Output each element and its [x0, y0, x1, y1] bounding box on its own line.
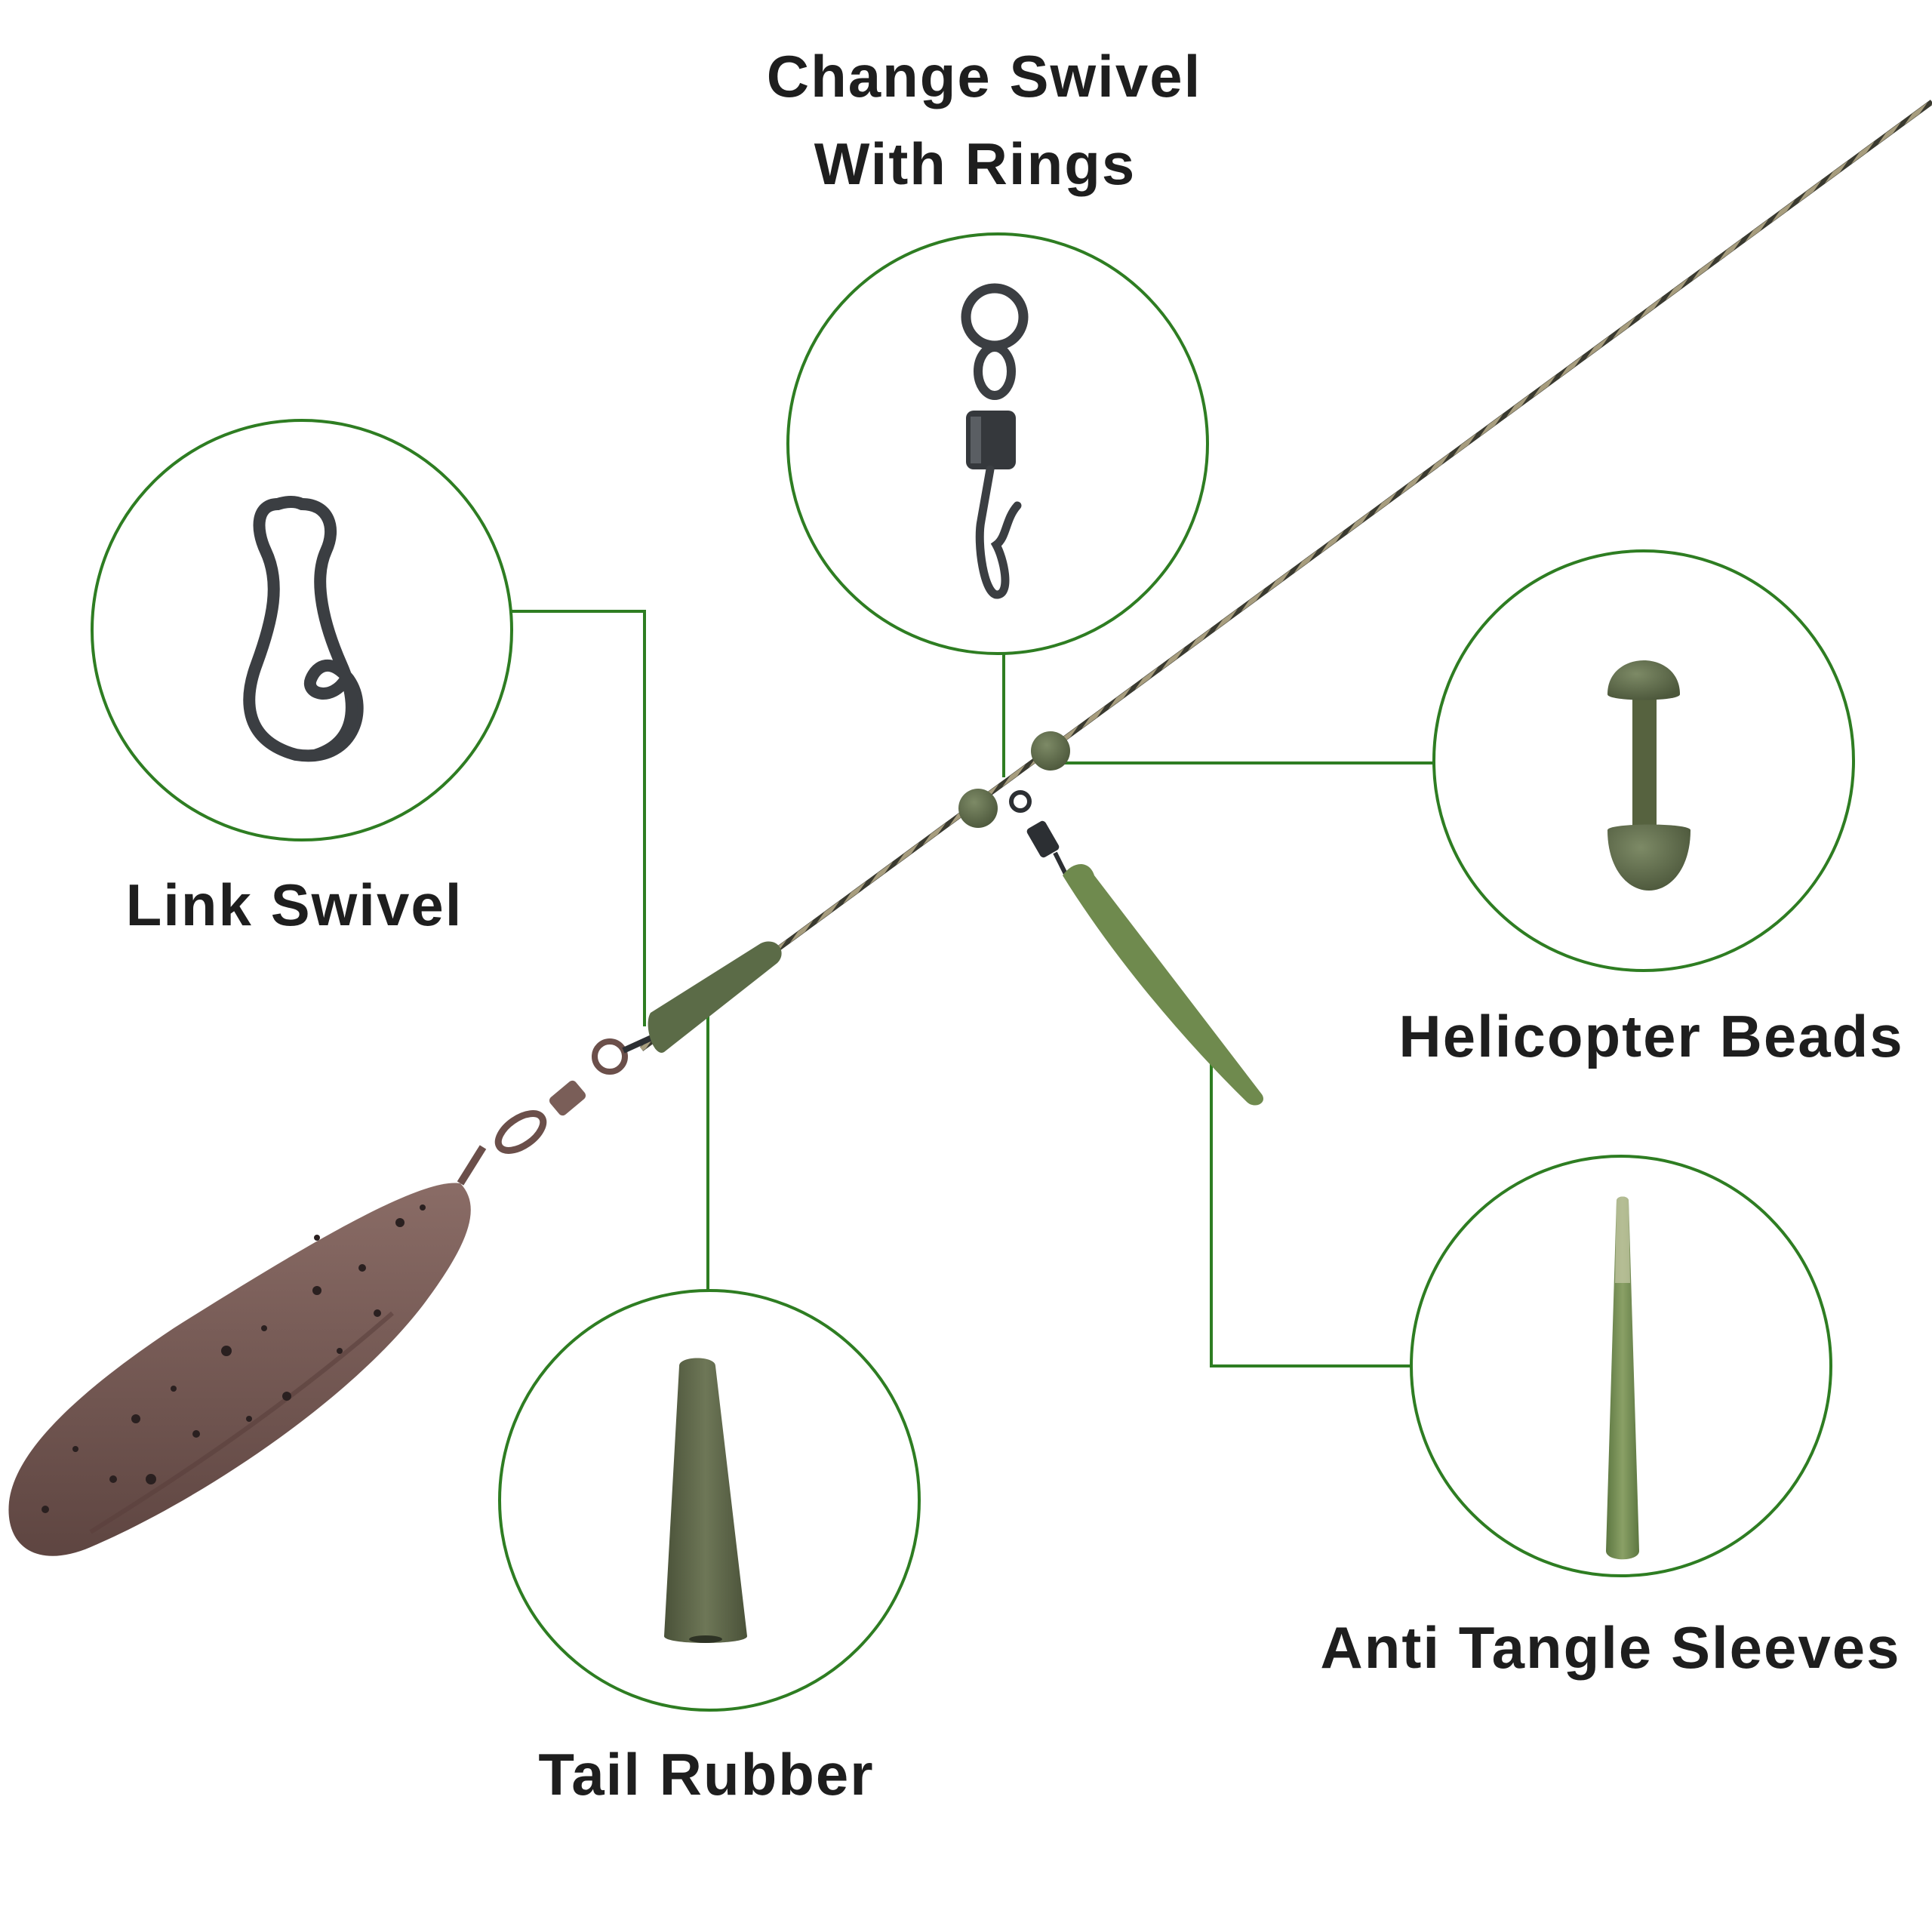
circle-helicopter-beads [1432, 549, 1855, 972]
rig-helicopter-beads [958, 731, 1070, 828]
tail-rubber-icon [664, 1358, 747, 1643]
anti-tangle-sleeve-icon [1606, 1196, 1639, 1560]
rig-tail-rubber [648, 941, 782, 1053]
lead-weight-icon [8, 1110, 547, 1556]
rig-change-swivel [1009, 790, 1068, 875]
callout-lines [512, 610, 1434, 1367]
callout-line-anti-tangle [1210, 1034, 1411, 1367]
label-tail-rubber: Tail Rubber [538, 1741, 875, 1807]
label-link-swivel: Link Swivel [125, 872, 463, 938]
circle-change-swivel [786, 232, 1209, 655]
callout-circles [91, 232, 1855, 1712]
circle-tail-rubber [498, 1289, 921, 1712]
link-swivel-icon [243, 496, 364, 762]
helicopter-bead-icon [1607, 660, 1690, 891]
label-change-swivel-line1: Change Swivel [766, 43, 1202, 109]
label-helicopter-beads: Helicopter Beads [1398, 1003, 1904, 1069]
rig-swivel [549, 1032, 658, 1116]
callout-line-link-swivel [512, 610, 646, 1026]
fishing-line [639, 100, 1932, 1051]
circle-anti-tangle [1410, 1155, 1832, 1577]
rig-anti-tangle-sleeve [1063, 864, 1263, 1106]
circle-link-swivel [91, 419, 513, 841]
label-change-swivel-line2: With Rings [814, 131, 1137, 197]
change-swivel-icon [961, 283, 1029, 599]
label-anti-tangle-sleeves: Anti Tangle Sleeves [1320, 1614, 1901, 1681]
